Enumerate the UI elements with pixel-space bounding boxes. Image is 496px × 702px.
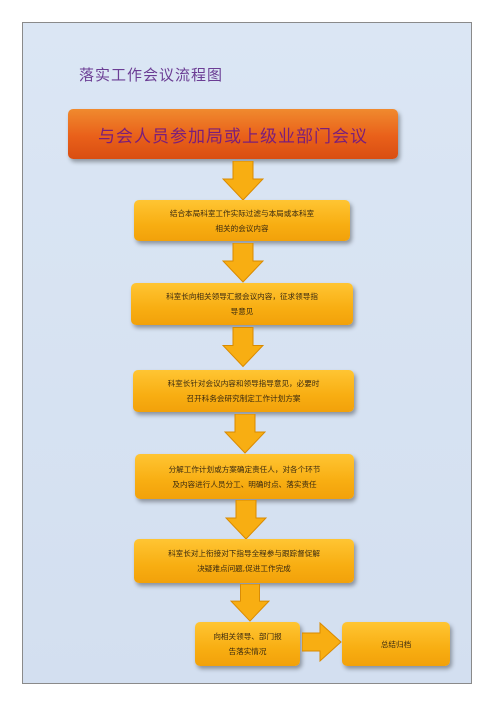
flow-step-5-line2: 决疑难点问题,促进工作完成	[197, 564, 291, 573]
flow-step-4: 分解工作计划或方案确定责任人，对各个环节 及内容进行人员分工、明确时点、落实责任	[135, 454, 354, 499]
flow-step-2-line1: 科室长向相关领导汇报会议内容，征求领导指	[166, 292, 318, 301]
flow-step-4-line2: 及内容进行人员分工、明确时点、落实责任	[172, 479, 317, 489]
down-arrow-icon	[222, 243, 264, 283]
flow-step-3-line1: 科室长针对会议内容和领导指导意见，必要时	[167, 379, 320, 388]
flow-step-2: 科室长向相关领导汇报会议内容，征求领导指 导意见	[131, 283, 353, 325]
down-arrow-icon	[224, 414, 266, 454]
flow-summary-box: 总结归档	[342, 622, 450, 666]
flow-step-5-line1: 科室长对上衔接对下指导全程参与跟踪督促解	[168, 549, 320, 558]
flow-step-1-line2: 相关的会议内容	[215, 223, 269, 233]
flow-step-3: 科室长针对会议内容和领导指导意见，必要时 召开科务会研究制定工作计划方案	[133, 370, 354, 412]
flow-step-1-line1: 结合本局科室工作实际过滤与本局或本科室	[169, 208, 315, 218]
down-arrow-icon	[225, 500, 267, 540]
right-arrow-icon	[302, 622, 342, 662]
flow-step-5: 科室长对上衔接对下指导全程参与跟踪督促解 决疑难点问题,促进工作完成	[134, 539, 354, 583]
flow-header-box: 与会人员参加局或上级业部门会议	[68, 109, 398, 159]
flow-step-3-line2: 召开科务会研究制定工作计划方案	[186, 394, 301, 403]
flow-step-4-line1: 分解工作计划或方案确定责任人，对各个环节	[168, 464, 321, 474]
flow-summary-label: 总结归档	[380, 639, 412, 649]
flow-step-1: 结合本局科室工作实际过滤与本局或本科室 相关的会议内容	[134, 200, 350, 241]
down-arrow-icon	[222, 161, 264, 201]
down-arrow-icon	[230, 584, 270, 622]
flow-step-6-line2: 告落实情况	[228, 647, 267, 656]
flow-step-6-line1: 向相关领导、部门报	[213, 632, 282, 641]
flow-step-6: 向相关领导、部门报 告落实情况	[195, 622, 300, 666]
page-title: 落实工作会议流程图	[79, 66, 224, 84]
flow-header-label: 与会人员参加局或上级业部门会议	[98, 126, 368, 147]
flow-step-2-line2: 导意见	[230, 307, 254, 316]
down-arrow-icon	[222, 327, 264, 368]
